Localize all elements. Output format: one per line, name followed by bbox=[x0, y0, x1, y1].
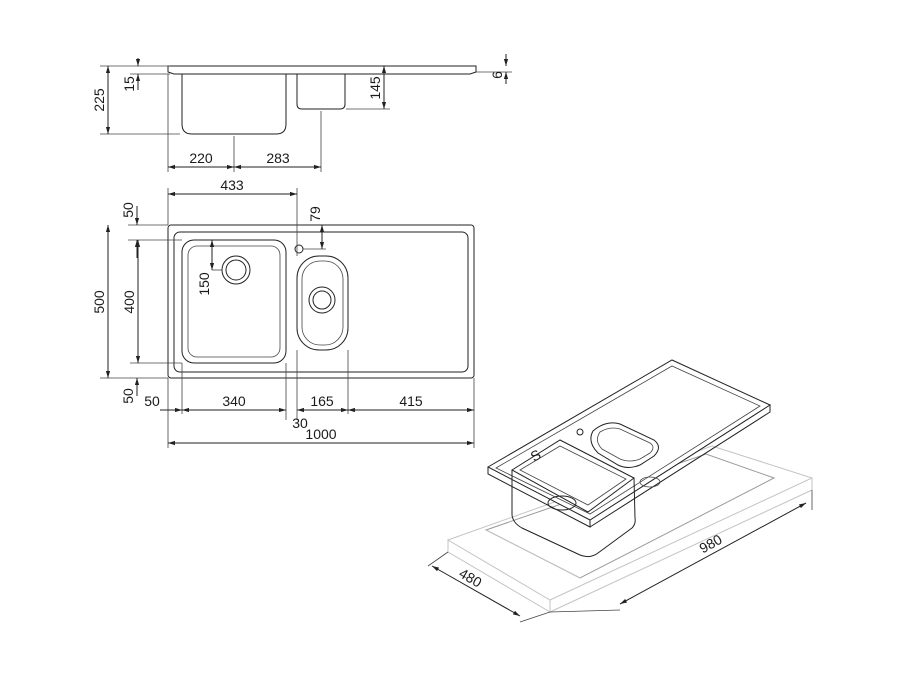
dim-50-left: 50 bbox=[144, 393, 160, 409]
side-view: 225 15 145 6 220 283 bbox=[91, 54, 512, 172]
dim-980: 980 bbox=[696, 531, 724, 556]
dim-220: 220 bbox=[189, 150, 213, 166]
dim-15: 15 bbox=[121, 76, 137, 92]
top-view: 433 50 79 500 400 150 50 50 bbox=[91, 177, 475, 448]
dim-165: 165 bbox=[310, 393, 334, 409]
dim-480: 480 bbox=[456, 565, 484, 591]
dim-6: 6 bbox=[489, 71, 505, 79]
dim-30: 30 bbox=[292, 415, 308, 431]
dim-50-top: 50 bbox=[120, 202, 136, 218]
dim-500: 500 bbox=[91, 290, 107, 314]
dim-400: 400 bbox=[121, 290, 137, 314]
isometric-view: S 980 480 bbox=[427, 359, 814, 623]
dim-225: 225 bbox=[91, 88, 107, 112]
dim-79: 79 bbox=[307, 206, 323, 222]
dim-1000: 1000 bbox=[305, 426, 336, 442]
dim-340: 340 bbox=[222, 393, 246, 409]
dim-150: 150 bbox=[196, 272, 212, 296]
dim-145: 145 bbox=[367, 76, 383, 100]
dim-50-bottom: 50 bbox=[120, 388, 136, 404]
dim-283: 283 bbox=[266, 150, 290, 166]
dim-433: 433 bbox=[220, 177, 244, 193]
dim-415: 415 bbox=[399, 393, 423, 409]
